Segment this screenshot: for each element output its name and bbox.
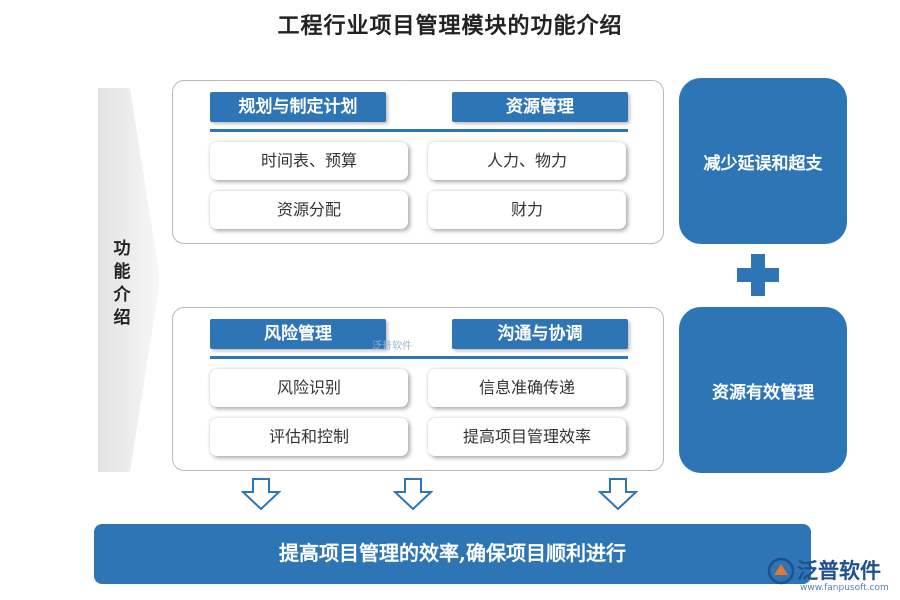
down-arrow-icon [241, 478, 281, 510]
conclusion-bar: 提高项目管理的效率,确保项目顺利进行 [94, 524, 811, 584]
header-risk-management: 风险管理 [210, 319, 386, 349]
item-manpower-material: 人力、物力 [428, 142, 626, 180]
down-arrow-icon [393, 478, 433, 510]
page-title: 工程行业项目管理模块的功能介绍 [277, 13, 623, 39]
logo-url: www.fanpusoft.com [800, 583, 889, 593]
left-arrow-shape [98, 88, 160, 472]
item-efficiency: 提高项目管理效率 [428, 418, 626, 456]
item-evaluation-control: 评估和控制 [210, 418, 408, 456]
item-risk-identification: 风险识别 [210, 369, 408, 407]
box-resource-management-label: 资源有效管理 [712, 382, 814, 403]
header-planning: 规划与制定计划 [210, 92, 386, 122]
divider [210, 356, 628, 359]
watermark: 泛普软件 [372, 341, 412, 352]
panel-bottom: 风险管理 沟通与协调 风险识别 信息准确传递 评估和控制 提高项目管理效率 [172, 307, 664, 471]
fanpu-logo-icon [767, 557, 795, 585]
conclusion-text: 提高项目管理的效率,确保项目顺利进行 [279, 541, 626, 565]
divider [210, 129, 628, 132]
header-resource-management: 资源管理 [452, 92, 628, 122]
item-resource-allocation: 资源分配 [210, 191, 408, 229]
box-reduce-delay: 减少延误和超支 [679, 78, 847, 244]
header-communication: 沟通与协调 [452, 319, 628, 349]
down-arrow-icon [598, 478, 638, 510]
panel-top: 规划与制定计划 资源管理 时间表、预算 人力、物力 资源分配 财力 [172, 80, 664, 244]
box-resource-management: 资源有效管理 [679, 307, 847, 473]
item-info-transfer: 信息准确传递 [428, 369, 626, 407]
side-label: 功能介绍 [113, 239, 131, 328]
box-reduce-delay-label: 减少延误和超支 [703, 153, 823, 174]
item-finance: 财力 [428, 191, 626, 229]
item-schedule-budget: 时间表、预算 [210, 142, 408, 180]
logo-name: 泛普软件 [797, 559, 881, 583]
plus-icon [737, 254, 779, 296]
